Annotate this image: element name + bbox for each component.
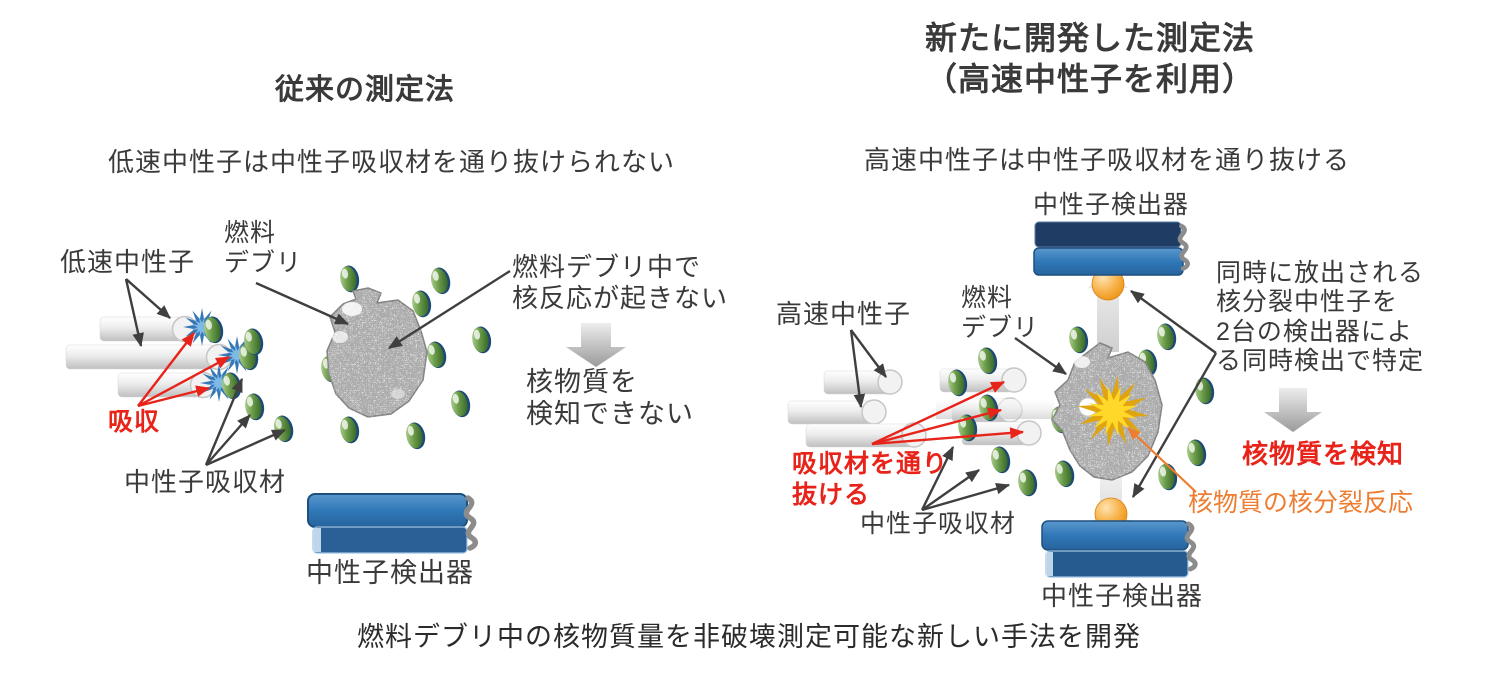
down-block-arrow-icon-left xyxy=(566,323,626,367)
neutron-detector-right-bottom xyxy=(1041,520,1195,578)
gray-down-block-arrow-icon-right-text xyxy=(1264,388,1322,432)
label-pass-through: 吸収材を通り 抜ける xyxy=(792,450,949,509)
label-detector-top: 中性子検出器 xyxy=(1033,191,1190,219)
right-panel-subtitle: 高速中性子は中性子吸収材を通り抜ける xyxy=(864,145,1351,175)
label-absorber-left: 中性子吸収材 xyxy=(124,467,287,497)
right-neutron-beams xyxy=(787,367,1054,448)
label-detect-nuclear-material: 核物質を検知 xyxy=(1242,439,1405,469)
red-pointer-arrows xyxy=(137,332,1025,446)
cable-squiggle-icon xyxy=(466,498,475,548)
label-fission-reaction: 核物質の核分裂反応 xyxy=(1188,489,1414,517)
left-panel-subtitle: 低速中性子は中性子吸収材を通り抜けられない xyxy=(108,147,676,177)
neutron-detector-left xyxy=(307,493,475,554)
label-detector-bottom: 中性子検出器 xyxy=(1041,581,1204,611)
label-fuel-debris-left: 燃料 デブリ xyxy=(224,219,303,277)
fuel-debris-rock-right xyxy=(1051,342,1163,481)
label-fast-neutron: 高速中性子 xyxy=(776,299,912,329)
label-coincidence-detection: 同時に放出される 核分裂中性子を 2台の検出器によ る同時検出で特定 xyxy=(1216,259,1425,375)
label-absorption: 吸収 xyxy=(108,408,161,436)
fuel-debris-rock-left xyxy=(326,287,428,418)
label-no-reaction: 燃料デブリ中で 核反応が起きない xyxy=(512,252,729,313)
label-absorber-right: 中性子吸収材 xyxy=(860,510,1017,538)
orange-pointer-arrow xyxy=(1127,427,1197,493)
label-detector-left: 中性子検出器 xyxy=(306,558,474,588)
label-slow-neutron: 低速中性子 xyxy=(60,247,196,277)
neutron-detector-right-top xyxy=(1033,221,1188,276)
black-pointer-arrows xyxy=(124,269,1218,512)
bottom-caption: 燃料デブリ中の核物質量を非破壊測定可能な新しい手法を開発 xyxy=(357,622,1141,652)
label-fuel-debris-right: 燃料 デブリ xyxy=(961,284,1040,342)
right-panel-title: 新たに開発した測定法 （高速中性子を利用） xyxy=(924,20,1255,97)
left-panel-title: 従来の測定法 xyxy=(274,74,455,106)
label-cannot-detect: 核物質を 検知できない xyxy=(526,367,694,429)
